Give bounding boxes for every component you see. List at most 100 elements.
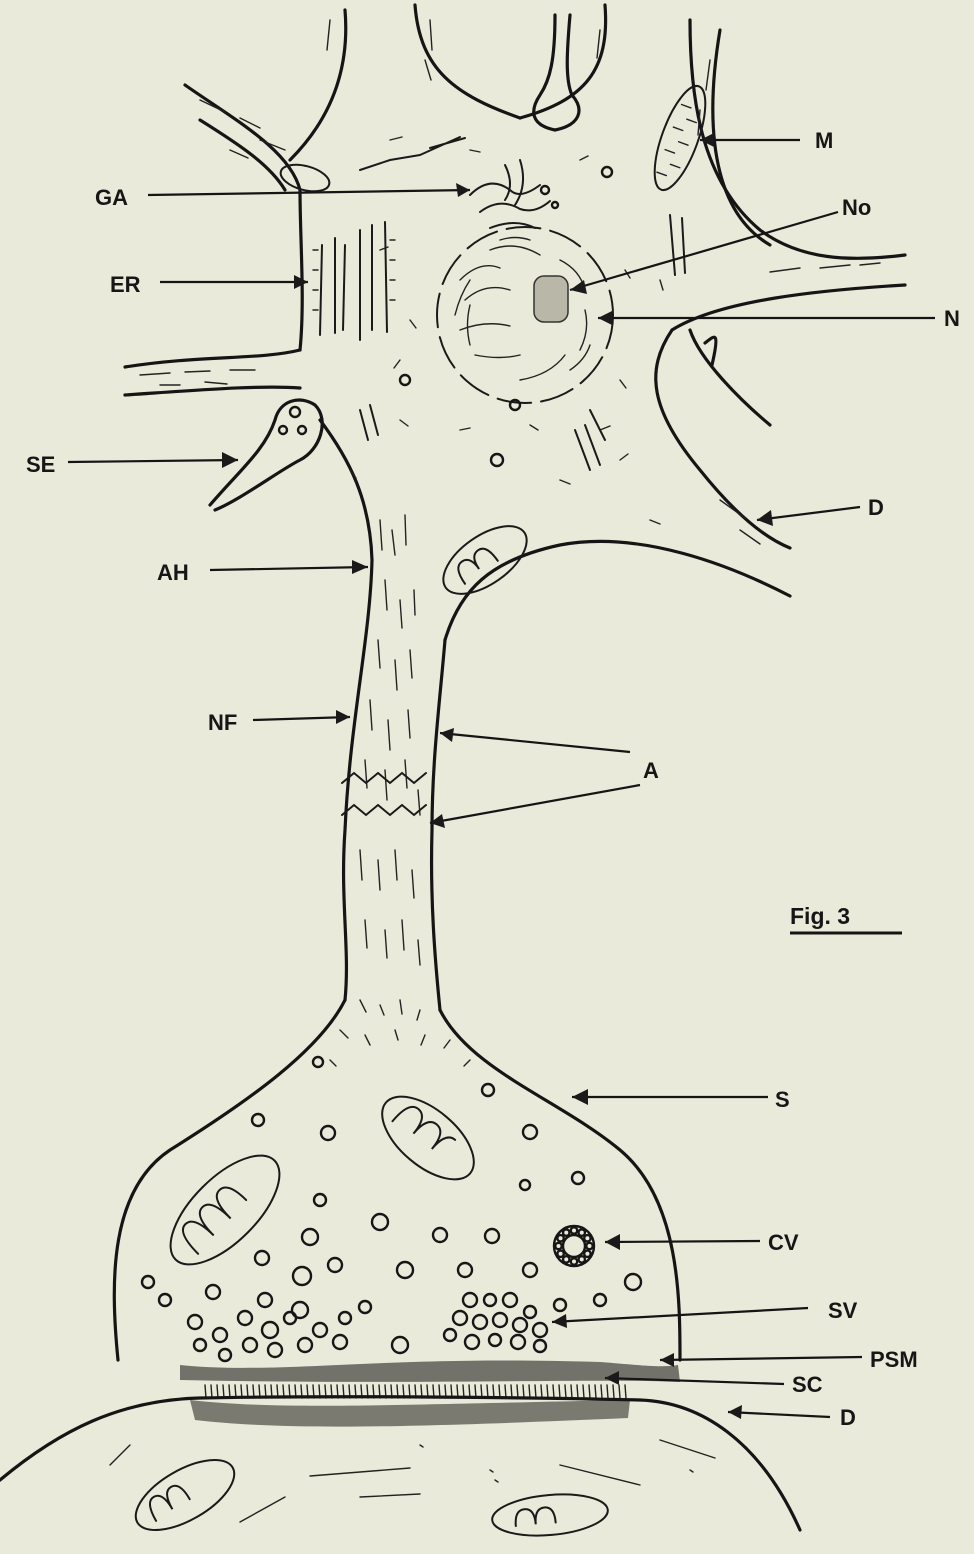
synaptic-vesicle <box>392 1337 408 1353</box>
synaptic-vesicle <box>243 1338 257 1352</box>
coated-vesicle-bead <box>579 1229 585 1235</box>
synaptic-vesicle <box>463 1293 477 1307</box>
synaptic-vesicle <box>489 1334 501 1346</box>
cleft-strand <box>217 1385 218 1398</box>
figure-label: Fig. 3 <box>790 903 850 929</box>
cleft-strand <box>619 1385 620 1398</box>
synaptic-vesicle <box>314 1194 326 1206</box>
synaptic-vesicle <box>513 1318 527 1332</box>
label-se: SE <box>26 452 55 477</box>
synaptic-vesicle <box>313 1323 327 1337</box>
coated-vesicle-bead <box>571 1258 577 1264</box>
synaptic-vesicle <box>219 1349 231 1361</box>
postsynaptic-density <box>190 1400 630 1427</box>
cleft-strand <box>583 1385 584 1398</box>
coated-vesicle-bead <box>555 1243 561 1249</box>
synaptic-vesicle <box>453 1311 467 1325</box>
cleft-strand <box>205 1385 206 1398</box>
synaptic-vesicle <box>520 1180 530 1190</box>
cleft-strand <box>607 1385 608 1398</box>
cleft-strand <box>499 1385 500 1398</box>
synaptic-vesicle <box>534 1340 546 1352</box>
synaptic-vesicle <box>511 1335 525 1349</box>
pointer-arrows <box>68 133 935 1419</box>
label-psm: PSM <box>870 1347 918 1372</box>
label-n: N <box>944 306 960 331</box>
synaptic-vesicle <box>213 1328 227 1342</box>
label-cv: CV <box>768 1230 799 1255</box>
synaptic-vesicle <box>523 1263 537 1277</box>
synaptic-vesicle <box>473 1315 487 1329</box>
synaptic-vesicle <box>485 1229 499 1243</box>
synaptic-vesicle <box>298 1338 312 1352</box>
label-ga: GA <box>95 185 128 210</box>
postsynaptic-texture <box>110 1440 715 1522</box>
synaptic-vesicle <box>433 1228 447 1242</box>
label-nf: NF <box>208 710 237 735</box>
synaptic-vesicle <box>465 1335 479 1349</box>
synaptic-vesicle <box>142 1276 154 1288</box>
synaptic-vesicle <box>159 1294 171 1306</box>
label-m: M <box>815 128 833 153</box>
synaptic-vesicle <box>444 1329 456 1341</box>
synaptic-vesicle <box>359 1301 371 1313</box>
coated-vesicle-bead <box>584 1251 590 1257</box>
label-sv: SV <box>828 1298 858 1323</box>
cleft-strand <box>541 1385 542 1398</box>
label-er: ER <box>110 272 141 297</box>
cleft-strand <box>547 1385 548 1398</box>
synaptic-vesicle <box>302 1229 318 1245</box>
coated-vesicle-bead <box>571 1227 577 1233</box>
cleft-strand <box>517 1385 518 1398</box>
synaptic-vesicle <box>255 1251 269 1265</box>
synaptic-vesicle <box>321 1126 335 1140</box>
cleft-strand <box>523 1385 524 1398</box>
synaptic-vesicle <box>293 1267 311 1285</box>
synaptic-vesicle <box>533 1323 547 1337</box>
nucleolus <box>534 276 568 322</box>
cleft-strand <box>571 1385 572 1398</box>
coated-vesicle-bead <box>586 1243 592 1249</box>
synaptic-vesicle <box>397 1262 413 1278</box>
synaptic-vesicle <box>284 1312 296 1324</box>
coated-vesicle-bead <box>563 1256 569 1262</box>
label-sc: SC <box>792 1372 823 1397</box>
synaptic-vesicle <box>188 1315 202 1329</box>
coated-vesicle <box>554 1226 594 1266</box>
label-no: No <box>842 195 871 220</box>
synaptic-vesicle <box>262 1322 278 1338</box>
synaptic-vesicle <box>194 1339 206 1351</box>
golgi-apparatus <box>470 160 558 228</box>
synaptic-vesicle <box>493 1313 507 1327</box>
cleft-strand <box>505 1385 506 1398</box>
cleft-strand <box>589 1385 590 1398</box>
label-s: S <box>775 1087 790 1112</box>
axon-break-marks <box>342 773 426 815</box>
synaptic-vesicle <box>268 1343 282 1357</box>
cleft-strand <box>211 1385 212 1398</box>
cleft-strand <box>595 1385 596 1398</box>
synaptic-junction <box>0 1360 800 1530</box>
synaptic-vesicle <box>238 1311 252 1325</box>
synaptic-vesicle <box>372 1214 388 1230</box>
cleft-strand <box>535 1385 536 1398</box>
synaptic-vesicle <box>328 1258 342 1272</box>
synaptic-vesicle <box>252 1114 264 1126</box>
synaptic-vesicles <box>142 1057 641 1361</box>
label-a: A <box>643 758 659 783</box>
synaptic-vesicle <box>458 1263 472 1277</box>
endoplasmic-reticulum <box>313 137 685 470</box>
synaptic-vesicle <box>554 1299 566 1311</box>
synaptic-vesicle <box>313 1057 323 1067</box>
synaptic-vesicle <box>258 1293 272 1307</box>
cleft-strand <box>529 1385 530 1398</box>
synaptic-vesicle <box>572 1172 584 1184</box>
cleft-strand <box>565 1385 566 1398</box>
cleft-strand <box>559 1385 560 1398</box>
coated-vesicle-bead <box>584 1235 590 1241</box>
label-d-upper: D <box>868 495 884 520</box>
cleft-strand <box>577 1385 578 1398</box>
synaptic-vesicle <box>333 1335 347 1349</box>
synaptic-vesicle <box>524 1306 536 1318</box>
